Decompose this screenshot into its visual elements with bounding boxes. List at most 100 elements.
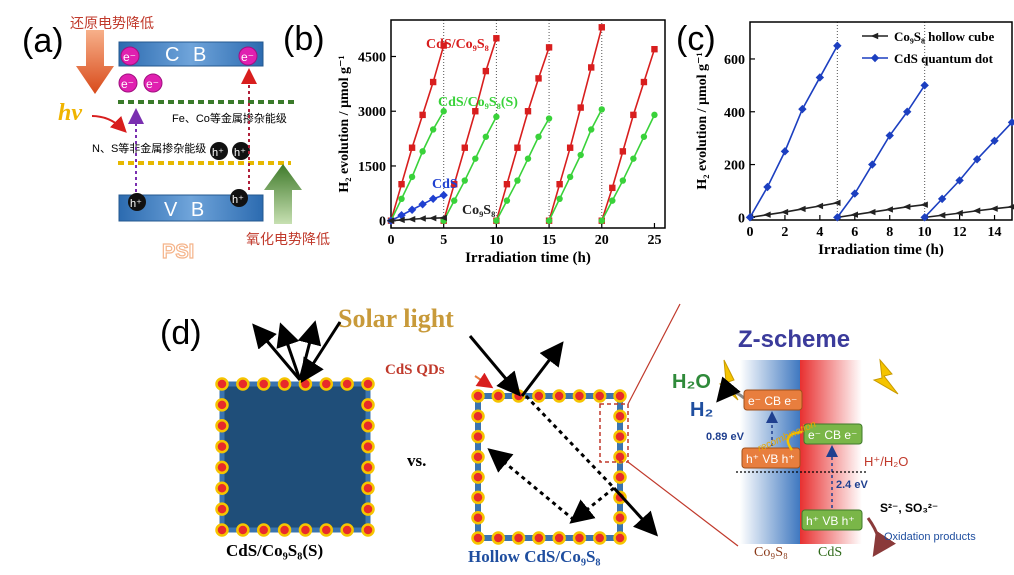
plot-frame [390,19,666,229]
svg-text:e⁻: e⁻ [146,77,159,91]
x-tick-label: 10 [489,233,503,248]
cds-qd-dot [471,510,485,525]
cds-qd-dot [215,439,229,454]
data-point [815,202,824,210]
series-label: Co₉S₈ [462,203,495,218]
vs-label: vs. [407,451,426,470]
nonmetal-level-label: N、S等非金属掺杂能级 [92,141,206,155]
h2-evolution-arrow [716,376,745,403]
series-1 [387,106,658,224]
data-point [461,144,468,151]
data-point [524,155,532,162]
data-point [885,206,893,213]
right-cube-caption: Hollow CdS/Co₉S₈ [468,547,601,566]
data-point [619,177,627,184]
data-point [503,181,511,188]
data-point [850,189,859,198]
data-point [955,176,964,185]
data-point [429,126,437,133]
series-line [836,84,926,218]
panel-label-d: (d) [160,314,202,352]
co9s8-vb-label: h⁺ VB h⁺ [746,452,795,466]
data-point [903,107,912,116]
data-point [545,44,553,51]
reduction-arrow [76,30,114,94]
cds-qd-dot [215,523,229,537]
data-point [493,217,500,224]
cds-qd-dot [236,377,250,391]
cb-label: C B [165,44,210,66]
data-point [407,205,417,214]
cds-qds-pointer [474,372,494,389]
x-tick-label: 5 [440,233,447,248]
cds-qd-dot [572,389,587,403]
oxidation-products-label: Oxidation products [884,531,976,543]
data-point [588,126,595,133]
data-point [472,155,479,162]
legend-marker [870,32,879,40]
data-point [493,113,500,120]
cds-qd-dot [215,418,229,433]
sacrificial-label: S²⁻, SO₃²⁻ [880,501,938,515]
data-point [524,108,532,115]
series-1 [745,41,1014,222]
data-point [588,64,595,71]
data-point [535,133,542,140]
data-point [990,136,999,145]
data-point [798,205,806,213]
cds-qd-dot [340,377,354,391]
data-point [780,208,789,216]
data-point [577,151,584,159]
cds-qd-dot [491,531,506,545]
data-point [745,213,755,222]
cds-qd-dot [277,523,292,537]
legend-label: Co₉S₈ hollow cube [894,29,994,44]
svg-text:h⁺: h⁺ [130,198,142,210]
zoom-line-top [627,303,681,405]
legend-marker [870,53,880,63]
data-point [937,194,947,204]
series-line [390,110,445,222]
electron-2: e⁻ [238,46,258,66]
internal-ray-2 [569,486,615,524]
cds-qd-dot [592,531,607,545]
data-point [407,216,416,223]
series-line [442,38,498,221]
data-point [640,133,648,140]
panel-label-c: (c) [676,20,716,58]
data-point [503,197,511,204]
data-point [885,131,894,140]
data-point [868,208,876,216]
cds-cb-label: e⁻ CB e⁻ [808,428,857,442]
co9s8-cb-label: e⁻ CB e⁻ [748,394,797,408]
x-tick-label: 14 [988,225,1002,240]
x-axis-label: Irradiation time (h) [465,250,591,266]
reflected-ray-2 [276,322,302,381]
x-tick-label: 0 [747,225,754,240]
data-point [651,45,658,53]
data-point [493,35,500,42]
hole-4: h⁺ [230,189,248,207]
series-line [749,45,839,218]
panel-a-band-diagram: 还原电势降低 C B e⁻ e⁻ e⁻ e⁻ Fe、Co等金属掺杂能级 hv N… [58,15,330,264]
hv-label: hv [58,100,82,126]
x-tick-label: 12 [953,225,967,240]
data-point [651,111,658,119]
legend-entry-0: Co₉S₈ hollow cube [862,29,994,44]
panel-label-b: (b) [283,20,325,58]
cds-qds-label: CdS QDs [385,362,445,378]
reflected-ray-1 [252,323,302,381]
cds-qd-dot [361,377,375,391]
data-point [609,184,616,192]
cds-label: CdS [818,545,842,560]
electron-3: e⁻ [118,73,138,93]
co9s8-vb-box [741,447,801,469]
series-line [442,116,498,222]
cds-qd-dot [361,418,375,433]
cds-qd-dots-left [215,377,375,537]
cds-qd-dot [256,523,271,537]
data-point [920,213,929,222]
data-point [833,41,842,50]
y-tick-label: 0 [738,211,745,226]
